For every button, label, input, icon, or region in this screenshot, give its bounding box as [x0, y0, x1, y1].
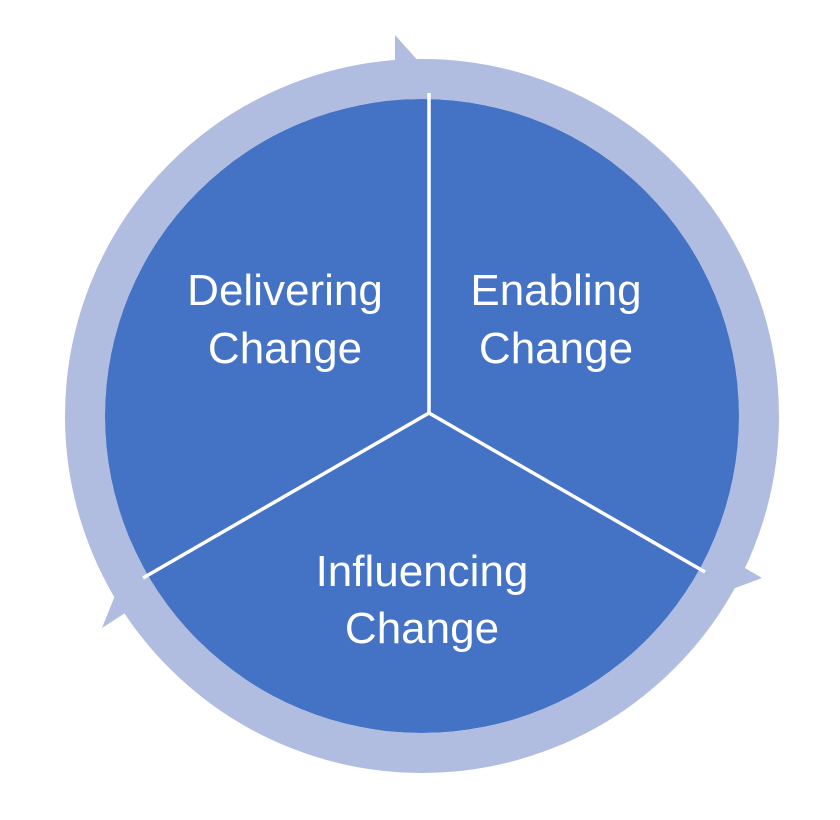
segment-divider: [142, 411, 430, 580]
segment-label-delivering: Delivering: [187, 266, 383, 315]
cycle-arrow-icon: [690, 536, 762, 605]
segment-label-influencing-sub: Change: [345, 604, 499, 653]
segment-label-influencing: Influencing: [316, 547, 529, 596]
segment-label-enabling: Enabling: [470, 266, 641, 315]
cycle-arrow-icon: [395, 35, 430, 116]
segment-label-enabling-sub: Change: [479, 324, 633, 373]
segment-label-delivering-sub: Change: [208, 324, 362, 373]
segment-divider: [428, 411, 706, 574]
